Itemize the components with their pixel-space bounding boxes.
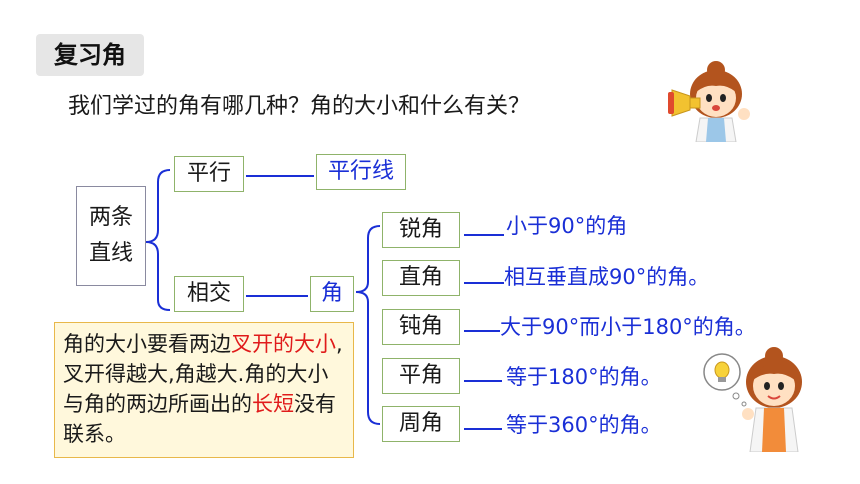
angle-name-right: 直角 bbox=[398, 265, 443, 290]
angle-box-obtuse: 钝角 bbox=[382, 309, 460, 345]
branch-intersect-box: 相交 bbox=[174, 276, 244, 312]
angle-desc-round: 等于360°的角。 bbox=[506, 413, 662, 437]
note-text-1: 角的大小要看两边 bbox=[63, 332, 231, 356]
angle-connector-right bbox=[464, 282, 504, 284]
angle-box-round: 周角 bbox=[382, 406, 460, 442]
angle-desc-obtuse: 大于90°而小于180°的角。 bbox=[500, 315, 756, 339]
intersect-connector bbox=[246, 295, 308, 297]
note-highlight-2: 的大小 bbox=[273, 332, 336, 356]
angle-desc-straight: 等于180°的角。 bbox=[506, 365, 662, 389]
angle-connector-acute bbox=[464, 234, 504, 236]
parallel-result-label: 平行线 bbox=[327, 159, 394, 184]
angle-connector-obtuse bbox=[464, 330, 500, 332]
angle-connector-straight bbox=[464, 380, 502, 382]
intersect-result-label: 角 bbox=[320, 281, 343, 306]
branch-parallel-box: 平行 bbox=[174, 156, 244, 192]
girl-lightbulb-icon bbox=[703, 347, 802, 452]
page-title: 复习角 bbox=[36, 34, 144, 76]
parallel-result-box: 平行线 bbox=[316, 154, 406, 190]
note-text-2: ,叉开得越大,角越大.角的大小与角的两边所画出的 bbox=[63, 332, 343, 416]
question-text: 我们学过的角有哪几种？角的大小和什么有关？ bbox=[68, 94, 531, 119]
angle-box-acute: 锐角 bbox=[382, 212, 460, 248]
angle-connector-round bbox=[464, 428, 502, 430]
angle-name-round: 周角 bbox=[398, 411, 443, 436]
angle-desc-acute: 小于90°的角 bbox=[506, 214, 628, 238]
parallel-connector bbox=[246, 175, 314, 177]
note-highlight-1: 叉开 bbox=[231, 332, 273, 356]
root-box: 两条 直线 bbox=[76, 186, 146, 286]
girl-megaphone-icon bbox=[668, 61, 750, 142]
root-line1: 两条 bbox=[88, 205, 133, 230]
root-line2: 直线 bbox=[88, 241, 133, 266]
angle-desc-right: 相互垂直成90°的角。 bbox=[504, 265, 710, 289]
note-text-3: 没有联系。 bbox=[63, 392, 336, 446]
branch-intersect-label: 相交 bbox=[186, 281, 231, 306]
angle-name-obtuse: 钝角 bbox=[398, 314, 443, 339]
note-box: 角的大小要看两边叉开的大小,叉开得越大,角越大.角的大小与角的两边所画出的长短没… bbox=[54, 322, 354, 458]
angle-box-straight: 平角 bbox=[382, 358, 460, 394]
branch-parallel-label: 平行 bbox=[186, 161, 231, 186]
note-highlight-3: 长短 bbox=[252, 392, 294, 416]
angle-name-acute: 锐角 bbox=[398, 217, 443, 242]
intersect-result-box: 角 bbox=[310, 276, 354, 312]
angle-box-right: 直角 bbox=[382, 260, 460, 296]
angle-name-straight: 平角 bbox=[398, 363, 443, 388]
